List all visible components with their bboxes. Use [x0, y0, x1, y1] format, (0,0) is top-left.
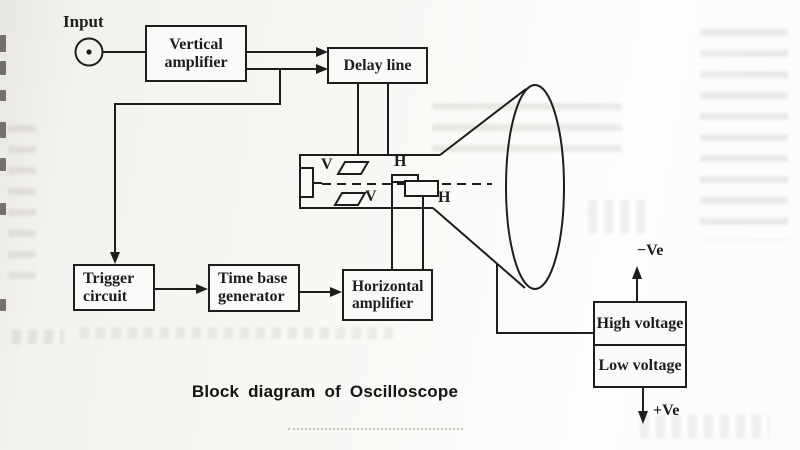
- scan-edge-mark: [0, 299, 6, 311]
- scan-edge-mark: [0, 203, 6, 215]
- bleedthrough-artifact: [700, 22, 788, 240]
- trigger-circuit-label: Trigger circuit: [83, 269, 134, 305]
- bleedthrough-artifact: [588, 200, 652, 234]
- horizontal-deflection-plates: [391, 174, 439, 197]
- bleedthrough-artifact: [80, 327, 400, 339]
- scan-edge-mark: [0, 90, 6, 101]
- vertical-amplifier-block: Vertical amplifier: [145, 25, 247, 82]
- high-voltage-label: High voltage: [596, 314, 684, 332]
- wire-hplates-to-horizamp: [391, 182, 424, 269]
- wire-trigger-to-timebase: [155, 284, 208, 294]
- bleedthrough-artifact: [432, 96, 622, 158]
- time-base-generator-block: Time base generator: [208, 264, 300, 312]
- trigger-circuit-block: Trigger circuit: [73, 264, 155, 311]
- crt-screen: [505, 84, 565, 290]
- wire-timebase-to-horizamp: [300, 287, 342, 297]
- scan-edge-mark: [0, 122, 6, 138]
- negative-ve-arrow: [632, 266, 642, 301]
- positive-ve-label: +Ve: [653, 402, 680, 419]
- positive-ve-arrow: [638, 388, 648, 424]
- wire-crt-to-hv: [496, 264, 593, 334]
- low-voltage-cell: Low voltage: [595, 346, 685, 386]
- bleedthrough-artifact: [640, 414, 770, 438]
- bleedthrough-artifact: [8, 118, 36, 288]
- scan-edge-mark: [0, 61, 6, 75]
- h-plate-bottom-label: H: [438, 189, 451, 206]
- delay-line-label: Delay line: [343, 56, 412, 74]
- low-voltage-label: Low voltage: [598, 357, 682, 375]
- h-plate-top-label: H: [394, 153, 407, 170]
- figure-caption: Block diagram of Oscilloscope: [191, 382, 459, 401]
- input-connector-icon: [74, 37, 145, 67]
- bleedthrough-artifact: [12, 330, 64, 344]
- horizontal-amplifier-label: Horizontal amplifier: [352, 277, 424, 312]
- scan-edge-mark: [0, 158, 6, 171]
- negative-ve-label: −Ve: [637, 242, 664, 259]
- horizontal-amplifier-block: Horizontal amplifier: [342, 269, 433, 321]
- time-base-generator-label: Time base generator: [218, 270, 288, 305]
- wire-va-to-delay: [247, 47, 328, 74]
- high-voltage-cell: High voltage: [595, 303, 685, 346]
- v-plate-top-label: V: [321, 156, 333, 173]
- vertical-amplifier-label: Vertical amplifier: [164, 35, 228, 71]
- delay-line-block: Delay line: [327, 47, 428, 84]
- bleedthrough-artifact: [288, 428, 463, 430]
- scan-edge-mark: [0, 35, 6, 52]
- vertical-deflection-plates: [333, 161, 370, 206]
- wire-delay-to-vplates: [357, 84, 389, 155]
- power-supply-block: High voltage Low voltage: [593, 301, 687, 388]
- v-plate-bottom-label: V: [365, 188, 377, 205]
- electron-gun: [299, 167, 322, 198]
- wire-va-to-trigger: [110, 69, 281, 264]
- input-label: Input: [63, 12, 104, 31]
